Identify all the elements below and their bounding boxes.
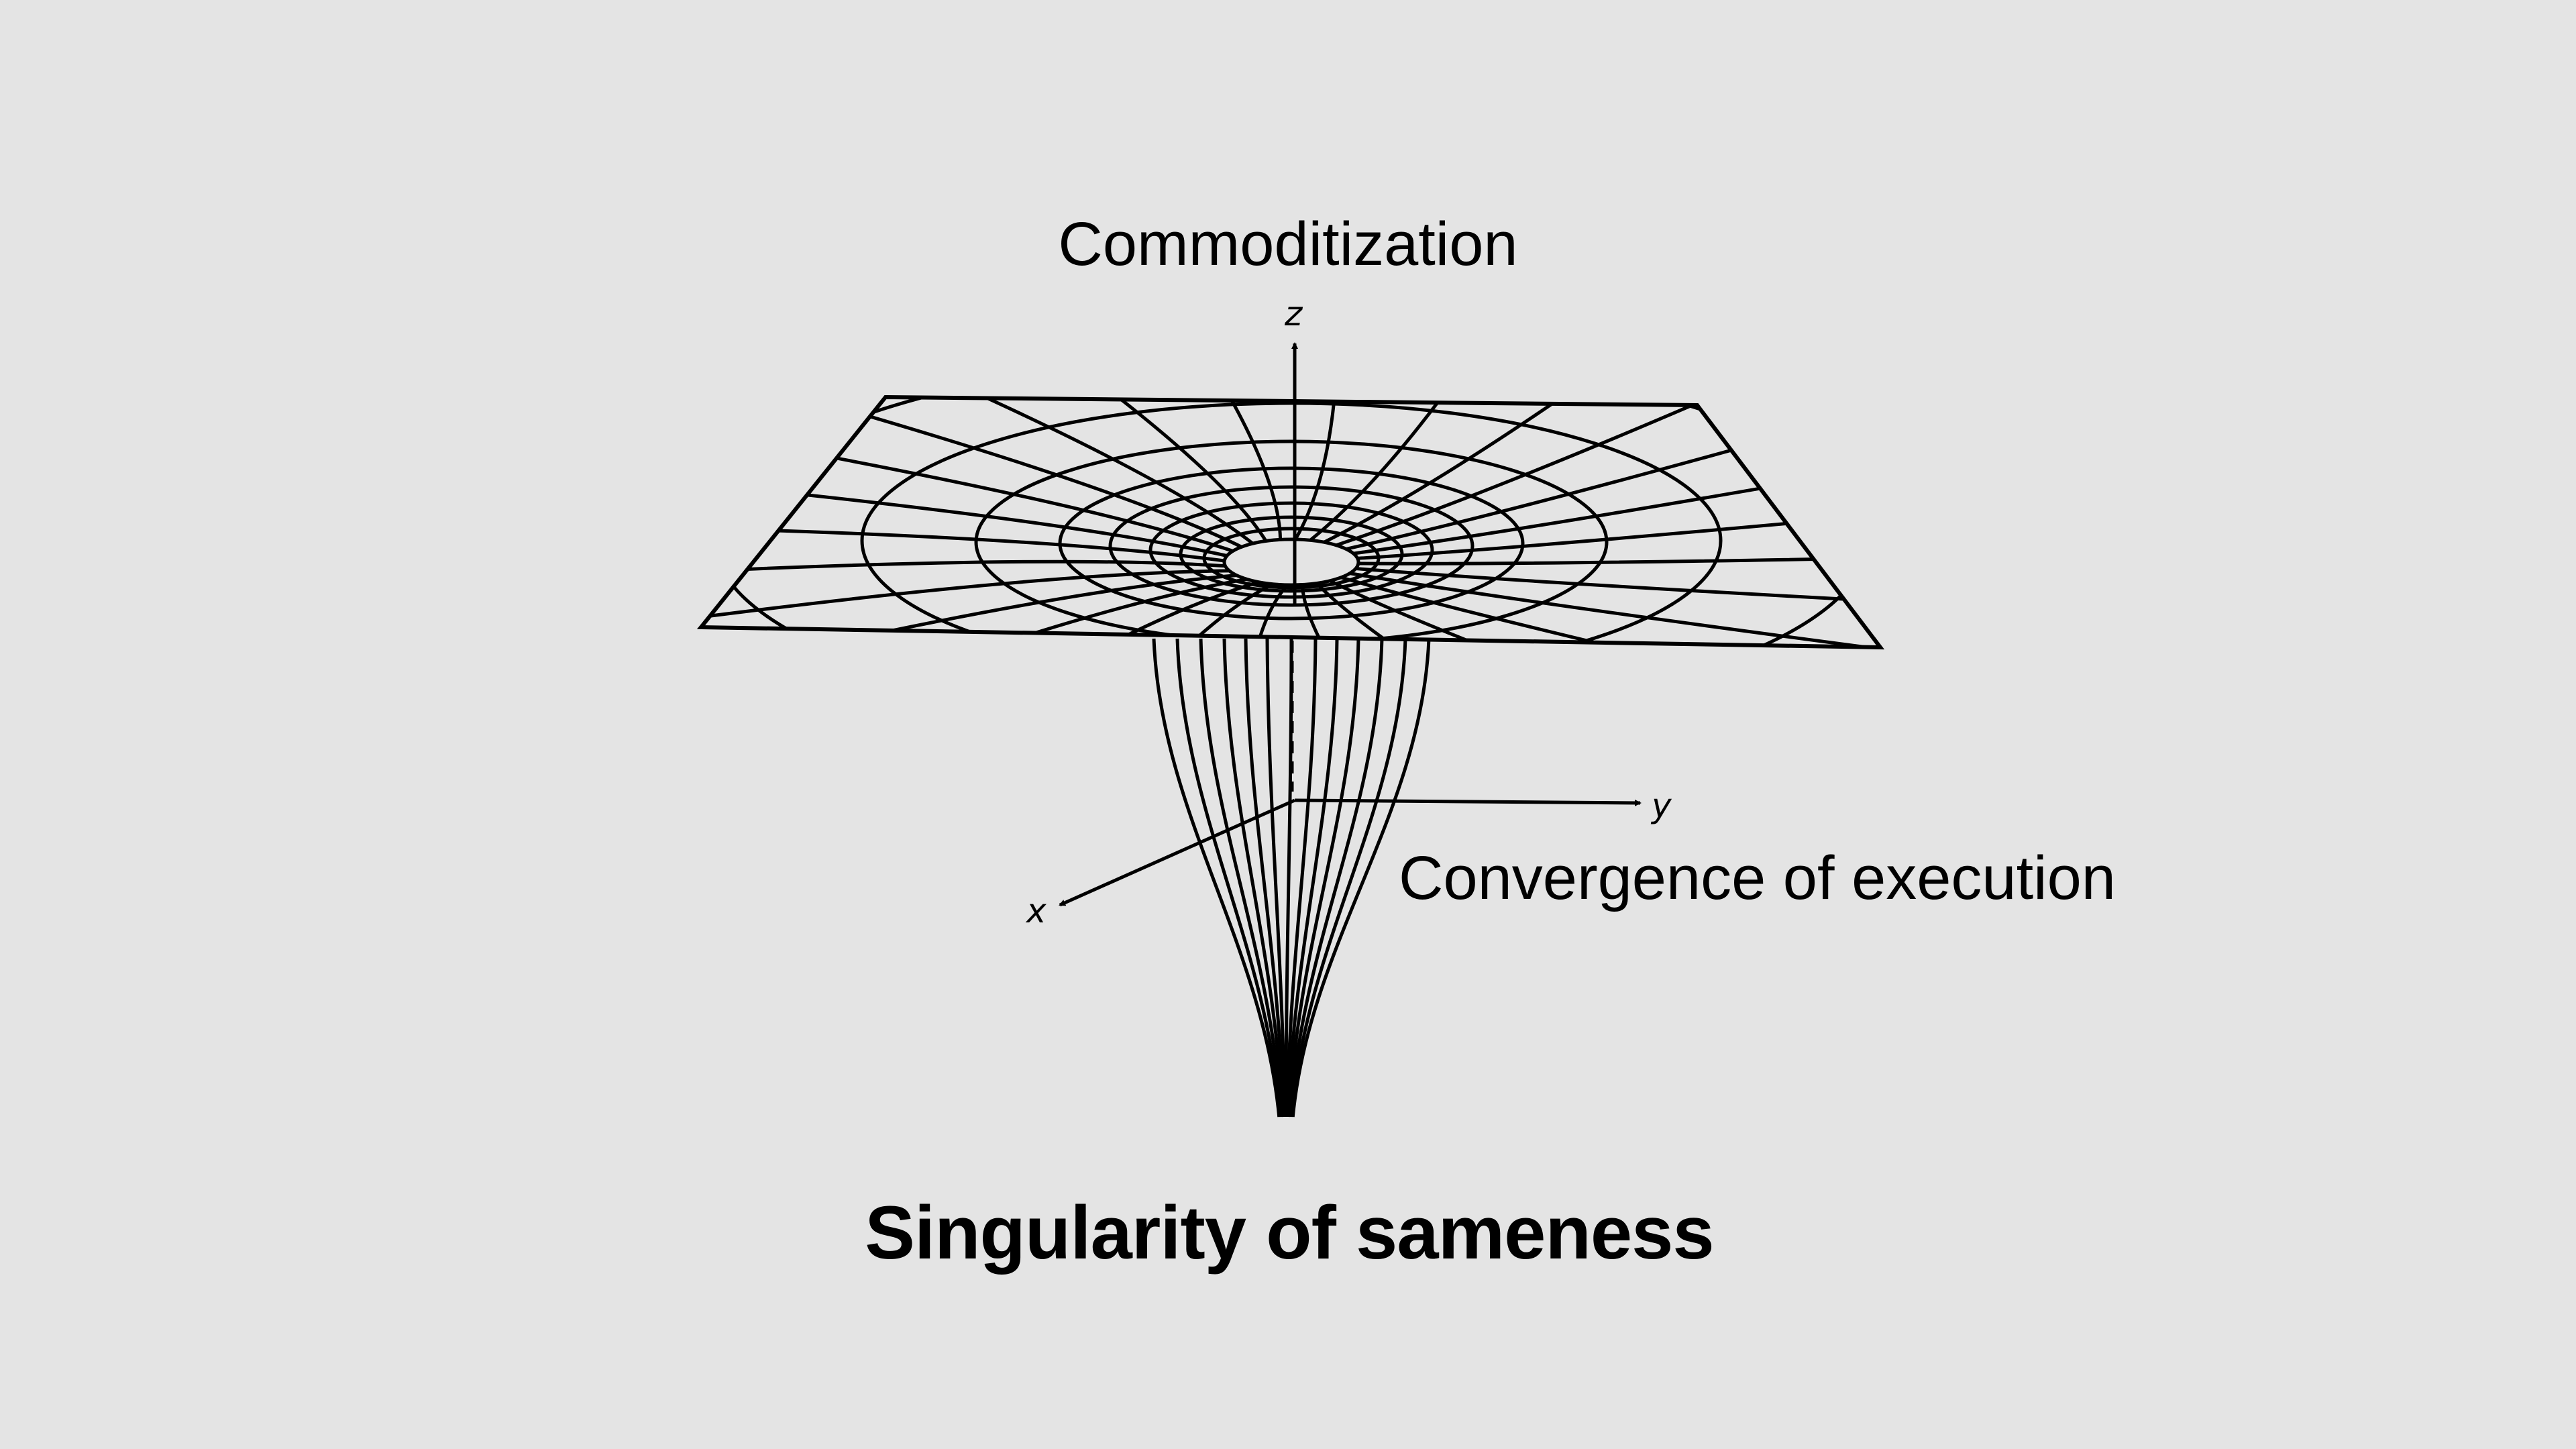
funnel-line [1285, 638, 1318, 1118]
grid-radial-line [1358, 552, 1880, 566]
grid-radial-line [1353, 443, 1880, 555]
funnel-throat [1152, 638, 1431, 1118]
y-axis [1294, 798, 1642, 806]
funnel-line [1244, 638, 1286, 1118]
convergence-label: Convergence of execution [1399, 844, 2116, 912]
funnel-line [1199, 638, 1283, 1118]
grid-radial-line [1073, 582, 1274, 647]
grid-radial-line [1340, 576, 1866, 647]
grid-radial-line [774, 577, 1247, 647]
grid-radial-line [1293, 397, 1340, 541]
funnel-line [1175, 638, 1282, 1118]
z-axis-label: z [1284, 294, 1303, 333]
funnel-line [1152, 638, 1281, 1118]
grid-ring [974, 439, 1609, 645]
grid-radial-line [701, 468, 1228, 557]
grid-radial-line [701, 559, 1226, 582]
funnel-line [1286, 638, 1339, 1118]
funnel-line [1290, 638, 1407, 1118]
x-axis [1059, 798, 1296, 907]
grid-radial-line [1355, 567, 1880, 611]
singularity-label: Singularity of sameness [865, 1191, 1714, 1275]
funnel-line [1289, 638, 1384, 1118]
commoditization-label: Commoditization [1058, 210, 1518, 278]
grid-radial-line [1243, 584, 1289, 647]
x-axis-label: x [1025, 892, 1046, 930]
grid-ring [1148, 501, 1434, 599]
grid-radial-line [1349, 572, 1880, 647]
funnel-line [1291, 638, 1431, 1118]
grid-radial-line [1309, 397, 1509, 542]
grid-ring [1108, 485, 1474, 607]
grid-radial-line [1316, 582, 1585, 647]
funnel-line [1222, 638, 1285, 1118]
grid-ring [1202, 527, 1381, 590]
grid-radial-line [701, 523, 1225, 563]
funnel-line [1287, 638, 1360, 1118]
grid-radial-line [998, 397, 1268, 542]
y-axis-label: y [1650, 786, 1672, 825]
grid-radial-line [1346, 397, 1880, 551]
grid-radial-line [701, 574, 1237, 647]
grid-radial-line [1300, 584, 1419, 647]
grid-radial-line [847, 397, 1254, 545]
funnel-line [1265, 638, 1287, 1118]
axes [1059, 342, 1642, 907]
grid-radial-line [1357, 496, 1880, 560]
grid-radial-line [1323, 397, 1668, 544]
grid-radial-line [1163, 397, 1283, 540]
surface-plane-outline [696, 394, 1885, 650]
grid-radial-line [1336, 397, 1809, 547]
grid-radial-line [701, 569, 1230, 635]
